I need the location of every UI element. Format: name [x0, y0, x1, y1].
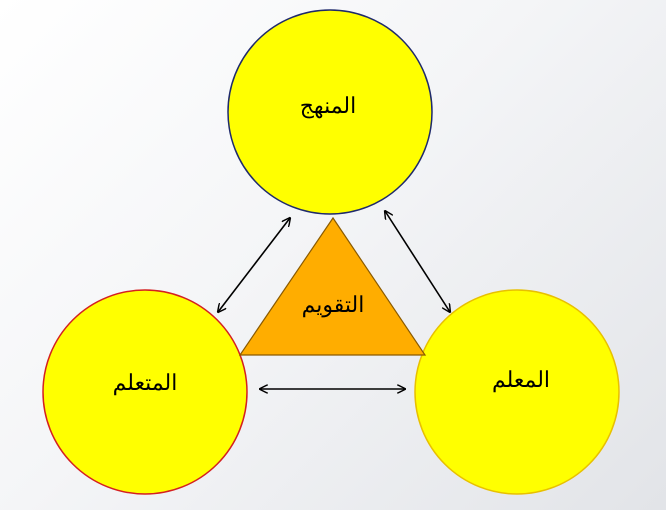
learner-circle: [42, 289, 248, 495]
arrow-curriculum-teacher: [385, 211, 450, 312]
learner-node: المتعلم: [42, 289, 248, 495]
curriculum-node: المنهج: [227, 9, 433, 215]
curriculum-label: المنهج: [300, 94, 357, 119]
learner-label: المتعلم: [113, 371, 178, 396]
curriculum-circle: [227, 9, 433, 215]
arrow-curriculum-learner: [218, 218, 290, 312]
teacher-circle: [414, 289, 620, 495]
evaluation-node: التقويم: [238, 216, 427, 356]
evaluation-label: التقويم: [302, 293, 365, 318]
teacher-node: المعلم: [414, 289, 620, 495]
teacher-label: المعلم: [492, 368, 550, 393]
evaluation-triangle: [238, 216, 427, 356]
